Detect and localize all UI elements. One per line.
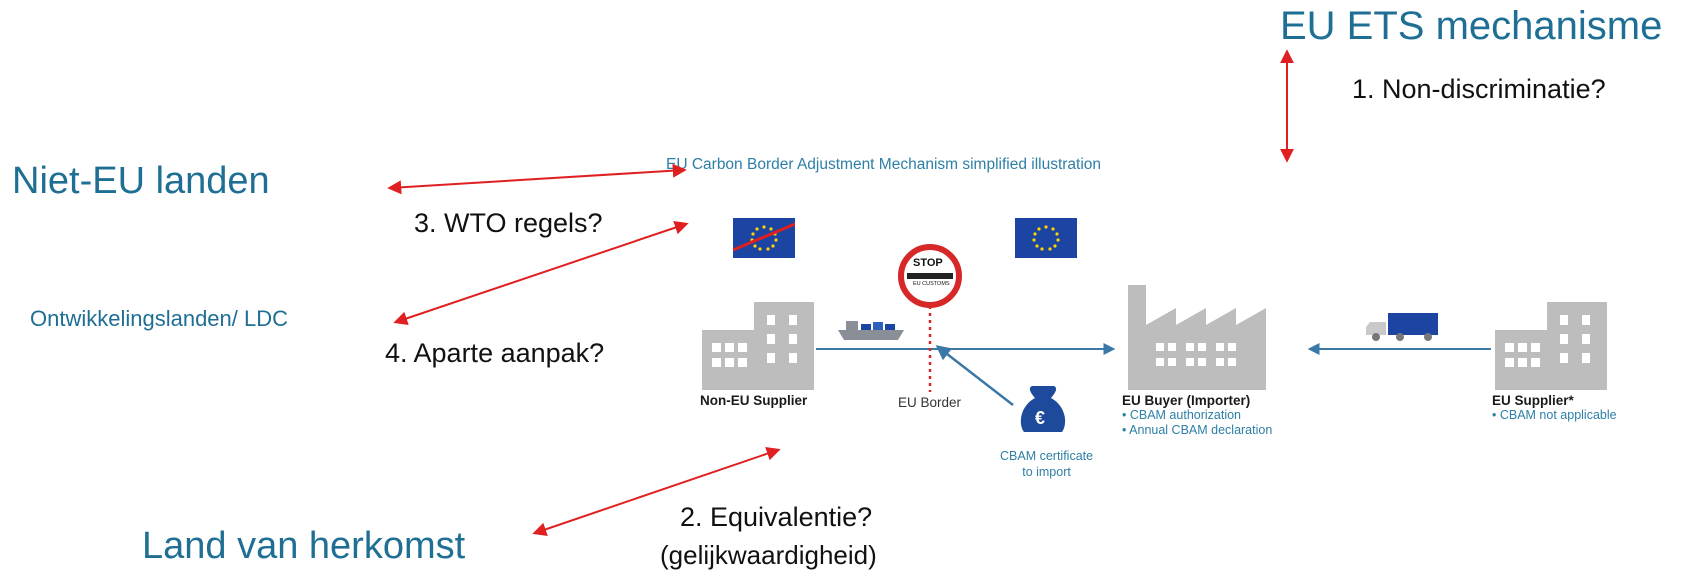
- ship-icon: [838, 321, 904, 340]
- eu-flag-crossed-icon: [733, 218, 795, 258]
- eu-flag-icon: [1015, 218, 1077, 258]
- eu-buyer-point: • CBAM authorization: [1122, 408, 1242, 422]
- building-icon: [702, 302, 814, 390]
- eu-buyer-block: EU Buyer (Importer) • CBAM authorization…: [1122, 393, 1272, 438]
- eu-buyer-label: EU Buyer (Importer): [1122, 393, 1251, 408]
- cbam-certificate-line1: CBAM certificate: [1000, 449, 1094, 463]
- eu-buyer-point: • Annual CBAM declaration: [1122, 423, 1273, 437]
- stop-sign-subtext: EU CUSTOMS: [913, 281, 950, 287]
- euro-symbol: €: [1035, 408, 1046, 428]
- eu-supplier-block: EU Supplier* • CBAM not applicable: [1492, 393, 1617, 423]
- arrow-ontwikkeling: [393, 220, 689, 326]
- cbam-certificate-arrow: [935, 345, 1014, 406]
- question-non-discriminatie: 1. Non-discriminatie?: [1352, 74, 1606, 104]
- eu-supplier-point: • CBAM not applicable: [1492, 408, 1617, 422]
- question-aparte-aanpak: 4. Aparte aanpak?: [385, 338, 605, 368]
- cbam-certificate-label: CBAM certificate to import: [1000, 448, 1093, 480]
- eu-ets-heading: EU ETS mechanisme: [1280, 4, 1663, 48]
- arrow-niet-eu: [387, 163, 687, 195]
- building-icon: [1495, 302, 1607, 390]
- stop-sign-text: STOP: [913, 257, 943, 269]
- eu-supplier-label: EU Supplier*: [1492, 393, 1574, 408]
- factory-icon: [1128, 285, 1266, 390]
- truck-icon: [1366, 313, 1438, 341]
- ontwikkelingslanden-label: Ontwikkelingslanden/ LDC: [30, 306, 289, 331]
- eu-border-label: EU Border: [898, 395, 962, 410]
- gelijkwaardigheid-label: (gelijkwaardigheid): [660, 540, 877, 570]
- arrow-land-herkomst: [532, 446, 781, 537]
- diagram-title: EU Carbon Border Adjustment Mechanism si…: [666, 156, 1102, 173]
- stop-sign-icon: [898, 244, 962, 308]
- niet-eu-heading: Niet-EU landen: [12, 160, 270, 202]
- land-van-herkomst-heading: Land van herkomst: [142, 525, 466, 567]
- cbam-certificate-line2: to import: [1022, 465, 1071, 479]
- money-bag-icon: [1020, 386, 1066, 432]
- non-eu-supplier-label: Non-EU Supplier: [700, 393, 808, 408]
